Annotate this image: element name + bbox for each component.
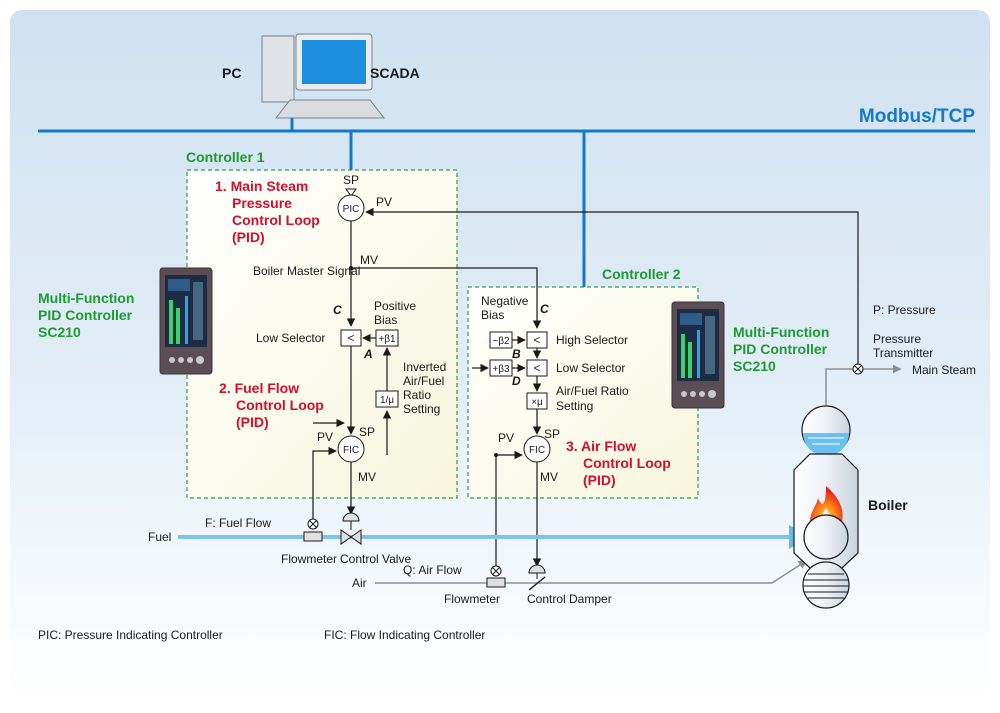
fuel-flowmeter-icon	[303, 518, 323, 542]
d-label: D	[512, 374, 521, 388]
air-pipe	[375, 560, 808, 584]
mv-label: MV	[360, 253, 378, 267]
right-device-line1: Multi-Function	[733, 324, 829, 340]
left-device-line1: Multi-Function	[38, 290, 134, 306]
loop3-line2: Control Loop	[583, 455, 671, 471]
control-valve-icon	[340, 512, 362, 545]
inverted-2: Air/Fuel	[403, 374, 444, 388]
pc-label: PC	[222, 65, 241, 81]
high-selector-text: <	[533, 333, 540, 347]
loop1-line2: Pressure	[232, 195, 292, 211]
boiler-label: Boiler	[868, 497, 908, 513]
fuel-flow-label: F: Fuel Flow	[205, 516, 271, 530]
plus-beta1-text: +β1	[378, 334, 396, 345]
ratio-block-text: ×μ	[531, 397, 543, 408]
legend-fic: FIC: Flow Indicating Controller	[324, 628, 485, 642]
right-device-line2: PID Controller	[733, 341, 828, 357]
scada-label: SCADA	[370, 65, 420, 81]
left-device-line3: SC210	[38, 324, 81, 340]
loop3-line1: 3. Air Flow	[566, 438, 636, 454]
low-selector-1-text: <	[347, 331, 354, 345]
master-to-high-selector	[351, 267, 542, 329]
ratio-label-2: Setting	[556, 399, 593, 413]
flowmeter1-label: Flowmeter	[281, 552, 337, 566]
loop1-line3: Control Loop	[232, 212, 320, 228]
inverse-ratio-block	[375, 390, 399, 408]
pic-sp-label: SP	[343, 173, 359, 187]
pressure-transmitter-icon	[852, 363, 864, 375]
fic2-sp: SP	[544, 427, 560, 441]
loop1-line4: (PID)	[232, 229, 265, 245]
loop2-line2: Control Loop	[236, 397, 324, 413]
inverted-1: Inverted	[403, 360, 446, 374]
fic1-pv: PV	[317, 430, 333, 444]
control-damper-label: Control Damper	[527, 592, 612, 606]
flowmeter2-label: Flowmeter	[444, 592, 500, 606]
air-junction-dot	[494, 453, 498, 457]
main-steam-label: Main Steam	[912, 363, 976, 377]
legend-pic: PIC: Pressure Indicating Controller	[38, 628, 223, 642]
air-flowmeter-icon	[486, 565, 506, 588]
low-selector-2-label: Low Selector	[556, 361, 625, 375]
high-selector-label: High Selector	[556, 333, 628, 347]
modbus-tcp-label: Modbus/TCP	[859, 106, 975, 127]
b-label: B	[512, 347, 521, 361]
minus-beta2-text: −β2	[492, 336, 510, 347]
left-device-line2: PID Controller	[38, 307, 133, 323]
ratio-label-1: Air/Fuel Ratio	[556, 384, 629, 398]
air-label: Air	[352, 576, 367, 590]
c-label-2: C	[540, 302, 549, 316]
a-label: A	[363, 347, 373, 361]
fuel-pv-line	[312, 446, 337, 520]
fic2-mv: MV	[540, 470, 558, 484]
sp-marker	[345, 188, 357, 197]
controller2-title: Controller 2	[602, 266, 681, 282]
air-flow-label: Q: Air Flow	[403, 563, 462, 577]
inverse-ratio-text: 1/μ	[380, 395, 394, 406]
neg-bias-1: Negative	[481, 294, 529, 308]
pic-pv-label: PV	[376, 195, 392, 209]
control-valve-label: Control Valve	[340, 552, 411, 566]
fic1-text: FIC	[343, 445, 359, 456]
control-damper-icon	[528, 564, 546, 591]
sc210-device-left	[159, 267, 213, 375]
fuel-label: Fuel	[148, 530, 171, 544]
loop1-line1: 1. Main Steam	[215, 178, 308, 194]
fic1-sp: SP	[359, 425, 375, 439]
fic2-pv: PV	[498, 431, 514, 445]
loop2-line3: (PID)	[236, 414, 269, 430]
master-signal-label: Boiler Master Signal	[253, 264, 360, 278]
loop2-line1: 2. Fuel Flow	[219, 380, 299, 396]
p-pressure-label: P: Pressure	[873, 303, 936, 317]
pos-bias-2: Bias	[374, 313, 397, 327]
plus-beta3-text: +β3	[492, 364, 510, 375]
fic1-mv: MV	[358, 470, 376, 484]
low-selector-2-text: <	[533, 361, 540, 375]
transmitter-label-2: Transmitter	[873, 346, 933, 360]
loop3-line3: (PID)	[583, 472, 616, 488]
c-label-1: C	[333, 303, 342, 317]
pc-icon	[261, 33, 386, 119]
controller2-box	[467, 286, 699, 499]
neg-bias-2: Bias	[481, 308, 504, 322]
right-device-line3: SC210	[733, 358, 776, 374]
pos-bias-1: Positive	[374, 299, 416, 313]
boiler-icon	[793, 405, 859, 609]
pressure-pv-line	[365, 207, 859, 369]
main-steam-pipe	[825, 364, 902, 405]
transmitter-label-1: Pressure	[873, 332, 921, 346]
inverted-4: Setting	[403, 402, 440, 416]
controller1-title: Controller 1	[186, 149, 265, 165]
low-selector-1-label: Low Selector	[256, 331, 325, 345]
fic2-text: FIC	[529, 445, 545, 456]
sc210-device-right	[671, 301, 725, 409]
inverted-3: Ratio	[403, 388, 431, 402]
pic-text: PIC	[343, 204, 360, 215]
